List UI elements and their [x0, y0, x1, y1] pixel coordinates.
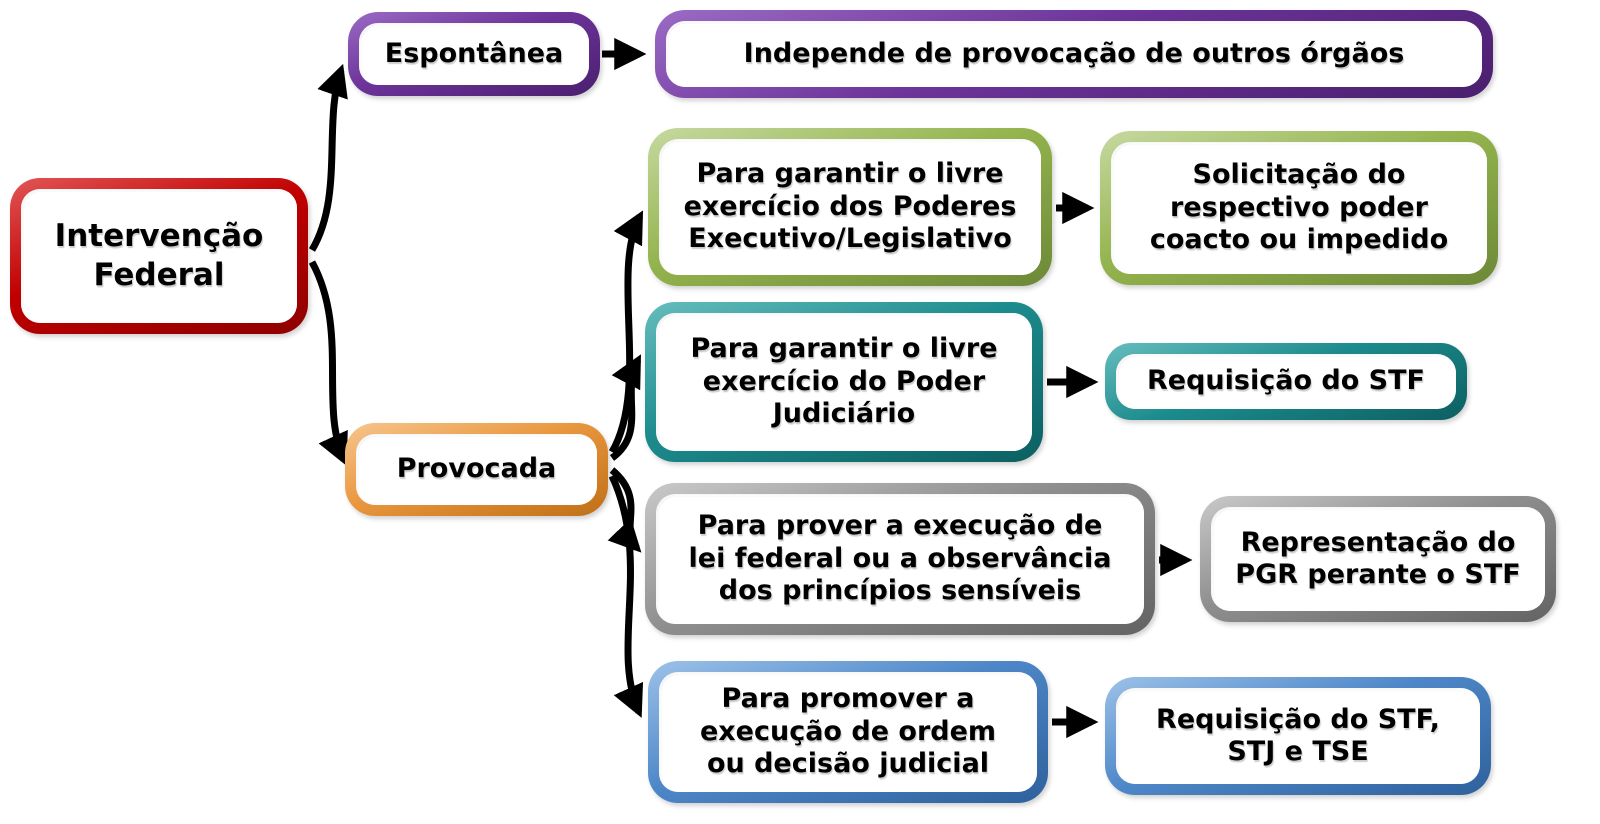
node-label: Independe de provocação de outros órgãos	[743, 37, 1405, 69]
node-label: Solicitação do respectivo poder coacto o…	[1149, 159, 1449, 256]
node-representacao-pgr: Representação do PGR perante o STF	[1200, 496, 1556, 622]
node-label: Provocada	[396, 453, 557, 485]
node-label: Requisição do STF	[1147, 365, 1425, 397]
node-garantir-exec-legislativo: Para garantir o livre exercício dos Pode…	[648, 128, 1052, 286]
node-label: Para prover a execução de lei federal ou…	[688, 510, 1112, 607]
node-requisicao-stf-stj-tse: Requisição do STF, STJ e TSE	[1105, 677, 1491, 795]
connector-provocada-to-gray	[607, 467, 642, 553]
connector-root-to-espontanea	[308, 63, 348, 252]
node-prover-lei-federal: Para prover a execução de lei federal ou…	[645, 483, 1155, 635]
node-label: Para promover a execução de ordem ou dec…	[699, 683, 997, 780]
node-requisicao-stf: Requisição do STF	[1105, 343, 1467, 420]
node-label: Para garantir o livre exercício dos Pode…	[683, 158, 1017, 255]
connector-provocada-to-teal	[609, 354, 642, 461]
node-label: Espontânea	[384, 37, 564, 69]
node-garantir-judiciario: Para garantir o livre exercício do Poder…	[645, 302, 1043, 462]
connector-provocada-to-green	[608, 210, 644, 454]
node-label: Intervenção Federal	[54, 218, 264, 293]
node-label: Requisição do STF, STJ e TSE	[1156, 703, 1440, 767]
node-intervencao-federal: Intervenção Federal	[10, 178, 308, 334]
node-solicitacao-poder-coacto: Solicitação do respectivo poder coacto o…	[1100, 131, 1498, 285]
node-espontanea: Espontânea	[348, 12, 600, 96]
node-label: Para garantir o livre exercício do Poder…	[690, 333, 998, 430]
node-provocada: Provocada	[345, 423, 608, 516]
connector-root-to-provocada	[308, 260, 348, 466]
connector-provocada-to-blue	[608, 474, 644, 718]
node-label: Representação do PGR perante o STF	[1235, 526, 1521, 590]
node-independe-provocacao: Independe de provocação de outros órgãos	[655, 10, 1493, 98]
node-promover-ordem-judicial: Para promover a execução de ordem ou dec…	[648, 661, 1048, 803]
